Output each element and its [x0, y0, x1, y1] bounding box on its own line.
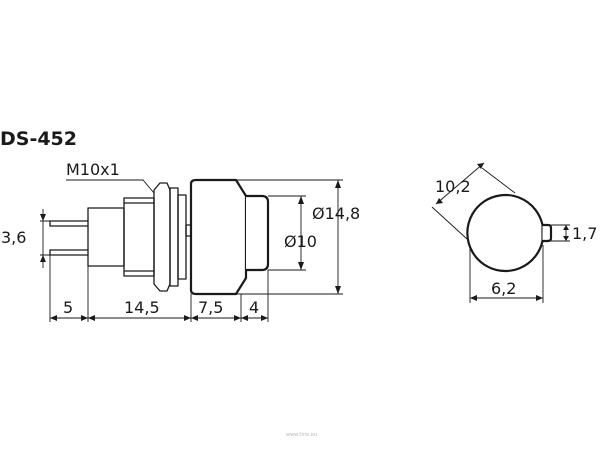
len-button-label: 4 [249, 298, 259, 317]
rear-body [87, 207, 125, 267]
outer-diameter-label: Ø14,8 [312, 204, 360, 223]
len-pins-label: 5 [63, 298, 73, 317]
front-view: 10,2 6,2 1,7 [431, 162, 597, 303]
threaded-bushing [123, 197, 155, 277]
length-dimensions: 5 14,5 7,5 4 [49, 255, 269, 322]
len-thread-label: 14,5 [124, 298, 160, 317]
pin-spacing-dimension: 3,6 [1, 209, 50, 268]
button-cap [189, 178, 248, 296]
side-view: M10x1 3,6 Ø14,8 Ø10 [1, 160, 360, 322]
model-title: DS-452 [0, 128, 77, 150]
plunger [246, 194, 270, 272]
pin-spacing-label: 3,6 [1, 228, 26, 247]
bottom-width-label: 6,2 [491, 279, 516, 298]
diagonal-dimension: 10,2 [431, 162, 516, 240]
thread-label: M10x1 [66, 160, 120, 179]
terminal-pins [49, 220, 89, 256]
diagonal-label: 10,2 [435, 177, 471, 196]
inner-diameter-label: Ø10 [284, 232, 317, 251]
tab-dimension: 1,7 [551, 224, 597, 243]
mounting-nut [153, 182, 192, 292]
front-tab [542, 223, 553, 243]
inner-diameter-dimension: Ø10 [268, 195, 317, 271]
watermark: www.tme.eu [286, 432, 317, 438]
front-outline [466, 193, 544, 273]
outer-diameter-dimension: Ø14,8 [236, 179, 360, 295]
bottom-width-dimension: 6,2 [469, 245, 544, 303]
len-body-label: 7,5 [198, 298, 223, 317]
tab-size-label: 1,7 [572, 224, 597, 243]
